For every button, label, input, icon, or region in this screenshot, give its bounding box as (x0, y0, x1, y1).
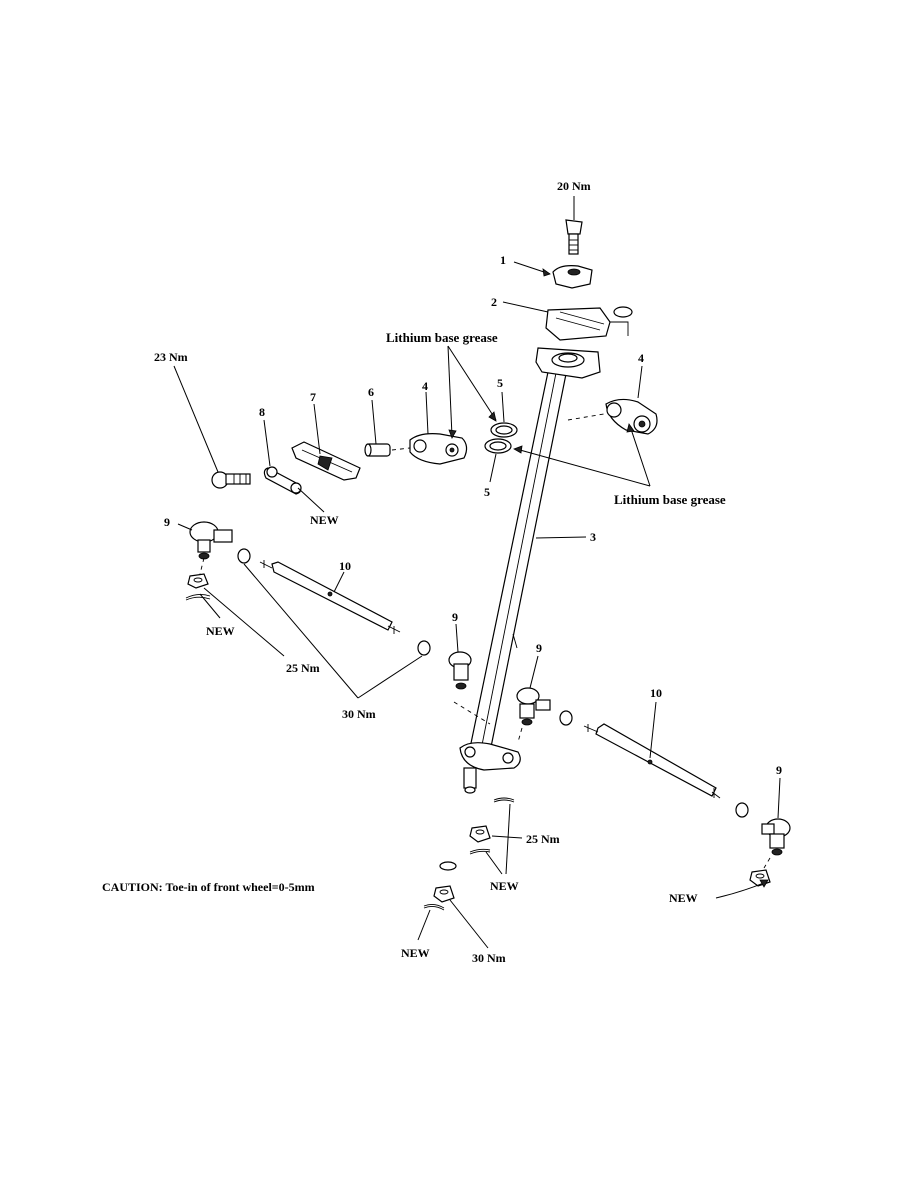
upper-flange (535, 347, 601, 379)
caution-note: CAUTION: Toe-in of front wheel=0-5mm (102, 880, 315, 894)
callout-part-5-top: 5 (497, 376, 503, 390)
grease-leaders-top (447, 345, 497, 439)
bushing-upper (490, 391, 518, 438)
grease-leaders-right (513, 423, 651, 487)
bushing-holder-left (409, 391, 468, 465)
torque-label-left-tie-nut: 25 Nm (286, 661, 320, 675)
nut-right (749, 869, 771, 887)
grease-label-top: Lithium base grease (386, 330, 498, 345)
callout-part-9-left: 9 (164, 515, 170, 529)
locknut-left-outer (417, 640, 431, 656)
callout-part-10-right: 10 (650, 686, 662, 700)
new-label-1: NEW (310, 513, 339, 527)
holder-part-2 (502, 301, 633, 341)
cotter-pin-center (493, 797, 515, 803)
locknut-left-inner (237, 548, 251, 564)
cotter-pin-center-lower (469, 803, 511, 875)
nut-left (187, 573, 209, 589)
tie-rod-end-center-right (516, 655, 551, 743)
bushing-lower (484, 438, 512, 483)
callout-part-9-center-left: 9 (452, 610, 458, 624)
lockplate-part-8 (263, 419, 325, 513)
torque-label-side-bolt: 23 Nm (154, 350, 188, 364)
nut-bottom (433, 885, 489, 949)
locknut-right-inner (559, 710, 573, 726)
callout-part-4-left: 4 (422, 379, 428, 393)
tie-rod-end-right (761, 777, 791, 869)
bushing-holder-right (567, 365, 658, 435)
torque-label-center-nut: 25 Nm (526, 832, 560, 846)
clamp-part-1 (513, 261, 593, 289)
tie-rod-end-left (177, 521, 233, 575)
callout-part-1: 1 (500, 253, 506, 267)
callout-part-3: 3 (590, 530, 596, 544)
nut-center (469, 825, 523, 843)
torque-label-top-bolt: 20 Nm (557, 179, 591, 193)
locknut-right-outer (735, 802, 749, 818)
cotter-pin-left (185, 587, 285, 657)
callout-part-9-center-right: 9 (536, 641, 542, 655)
side-bolt (173, 365, 251, 489)
callout-part-5-bottom: 5 (484, 485, 490, 499)
callout-part-8: 8 (259, 405, 265, 419)
new-label-2: NEW (206, 624, 235, 638)
new-label-4: NEW (669, 891, 698, 905)
cotter-pin-right (715, 879, 769, 899)
tie-rod-end-center-left (448, 623, 491, 725)
washer-bottom (439, 861, 457, 871)
callout-part-6: 6 (368, 385, 374, 399)
callout-part-10-left: 10 (339, 559, 351, 573)
callout-part-7: 7 (310, 390, 316, 404)
callout-part-9-right: 9 (776, 763, 782, 777)
tie-rod-left (259, 560, 401, 634)
new-label-3: NEW (490, 879, 519, 893)
plate-part-7 (291, 403, 361, 481)
callout-part-4-right: 4 (638, 351, 644, 365)
grease-label-right: Lithium base grease (614, 492, 726, 507)
torque-label-left-locknuts: 30 Nm (342, 707, 376, 721)
tie-rod-right (583, 701, 721, 799)
cotter-pin-bottom (417, 903, 445, 941)
callout-part-2: 2 (491, 295, 497, 309)
new-label-5: NEW (401, 946, 430, 960)
pin-part-6 (364, 399, 411, 457)
lower-bracket (459, 742, 521, 794)
top-bolt (565, 196, 583, 255)
torque-label-bottom-nut: 30 Nm (472, 951, 506, 965)
